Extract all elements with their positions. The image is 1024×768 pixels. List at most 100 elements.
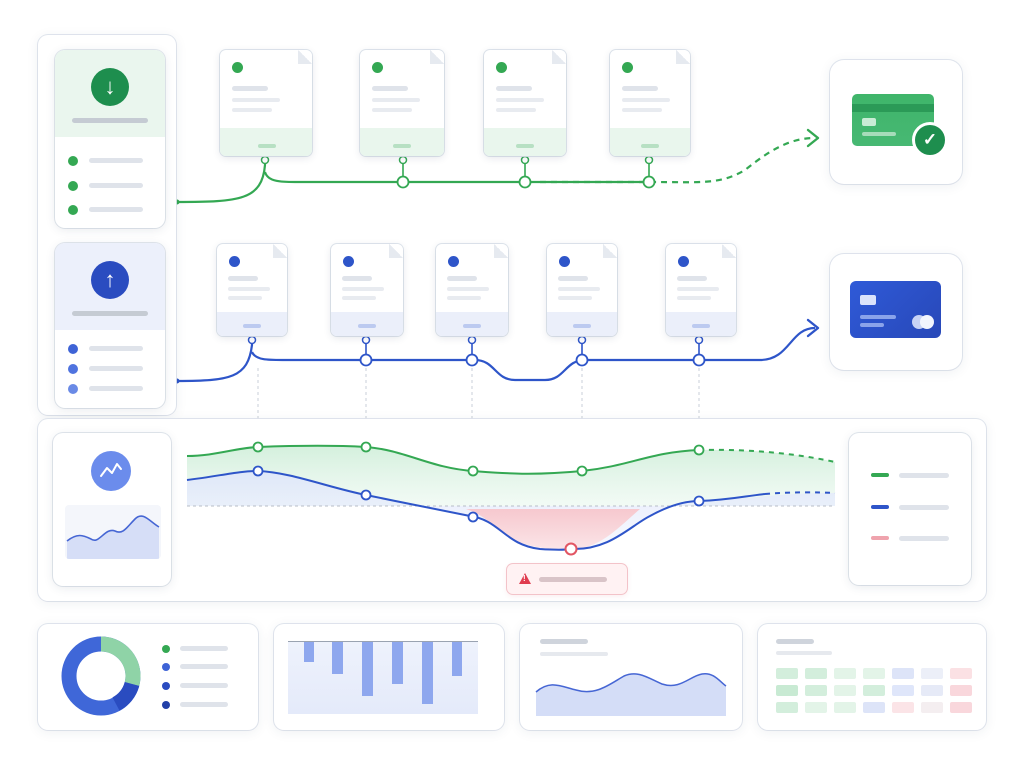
green-destination-card[interactable]: ✓ — [830, 60, 962, 184]
document-line — [622, 98, 670, 102]
green-document[interactable] — [484, 50, 566, 156]
green-flow-line — [176, 160, 650, 204]
donut-legend-dot — [162, 663, 170, 671]
document-line — [677, 296, 711, 300]
bar — [392, 642, 403, 684]
document-line — [232, 108, 272, 112]
warning-tooltip[interactable]: ! — [507, 564, 627, 594]
blue-document[interactable] — [436, 244, 508, 336]
trend-line-icon-svg — [100, 463, 122, 477]
document-line — [342, 296, 376, 300]
document-line — [677, 276, 707, 281]
document-line — [622, 108, 662, 112]
legend-swatch-green — [871, 473, 889, 477]
blue-node — [577, 335, 587, 345]
heatmap-cell — [834, 668, 856, 679]
heatmap-cell — [776, 668, 798, 679]
document-footer — [360, 128, 444, 156]
document-status-dot — [622, 62, 633, 73]
heatmap-cell — [892, 702, 914, 713]
legend-label-bar — [899, 473, 949, 478]
document-fold — [273, 244, 287, 258]
document-line — [372, 98, 420, 102]
outflow-item-bar — [89, 366, 143, 371]
document-status-dot — [496, 62, 507, 73]
donut-legend-bar — [180, 702, 228, 707]
heatmap-cell — [892, 685, 914, 696]
document-line — [496, 98, 544, 102]
heatmap-card[interactable] — [758, 624, 986, 730]
warning-text-bar — [539, 577, 607, 582]
inflow-title-bar — [72, 118, 148, 123]
green-document[interactable] — [360, 50, 444, 156]
check-icon: ✓ — [912, 122, 948, 158]
inflow-card[interactable]: ↓ — [55, 50, 165, 228]
blue-document[interactable] — [666, 244, 736, 336]
inflow-item-dot — [68, 156, 78, 166]
document-footer-pill — [463, 324, 481, 328]
card-brand-logo — [912, 315, 934, 329]
document-status-dot — [232, 62, 243, 73]
document-line — [558, 296, 592, 300]
green-document[interactable] — [610, 50, 690, 156]
heatmap-cell — [921, 702, 943, 713]
document-line — [558, 276, 588, 281]
green-document[interactable] — [220, 50, 312, 156]
blue-node — [692, 353, 706, 367]
document-footer — [666, 312, 736, 336]
green-arrow-head — [806, 128, 820, 148]
outflow-item-bar — [89, 386, 143, 391]
heatmap-cell — [805, 668, 827, 679]
document-footer-pill — [573, 324, 591, 328]
legend-label-bar — [899, 505, 949, 510]
document-status-dot — [448, 256, 459, 267]
card-number-bar — [860, 315, 896, 319]
heatmap-cell — [805, 702, 827, 713]
outflow-card[interactable]: ↑ — [55, 243, 165, 408]
bar-chart-plot — [288, 642, 478, 714]
bar-chart-card[interactable] — [274, 624, 504, 730]
document-line — [677, 287, 719, 291]
document-footer-pill — [393, 144, 411, 148]
document-footer-pill — [692, 324, 710, 328]
trend-summary-card[interactable] — [53, 433, 171, 586]
heatmap-cell — [863, 685, 885, 696]
document-line — [622, 86, 658, 91]
area-chart — [535, 673, 727, 716]
heatmap-cell — [863, 668, 885, 679]
blue-node — [465, 353, 479, 367]
document-footer — [331, 312, 403, 336]
bar — [452, 642, 462, 676]
inflow-item-dot — [68, 205, 78, 215]
green-node — [520, 155, 530, 165]
document-fold — [722, 244, 736, 258]
green-node — [396, 175, 410, 189]
heatmap-cell — [776, 685, 798, 696]
heatmap-cell — [863, 702, 885, 713]
heatmap-cell — [834, 702, 856, 713]
donut-chart-card[interactable] — [38, 624, 258, 730]
document-fold — [389, 244, 403, 258]
document-footer-pill — [516, 144, 534, 148]
document-footer-pill — [258, 144, 276, 148]
green-flow-dashed — [540, 136, 816, 184]
blue-document[interactable] — [217, 244, 287, 336]
document-line — [496, 108, 536, 112]
document-line — [232, 86, 268, 91]
blue-arrow-head — [806, 318, 820, 338]
outflow-item-bar — [89, 346, 143, 351]
area-chart-title-bar — [540, 639, 588, 644]
blue-document[interactable] — [547, 244, 617, 336]
area-chart-card[interactable] — [520, 624, 742, 730]
inflow-item-bar — [89, 183, 143, 188]
area-chart-subtitle-bar — [540, 652, 608, 656]
document-line — [228, 276, 258, 281]
blue-document[interactable] — [331, 244, 403, 336]
blue-destination-card[interactable] — [830, 254, 962, 370]
outflow-title-bar — [72, 311, 148, 316]
document-status-dot — [372, 62, 383, 73]
green-node — [398, 155, 408, 165]
document-fold — [430, 50, 444, 64]
blue-flow-line — [176, 326, 816, 383]
